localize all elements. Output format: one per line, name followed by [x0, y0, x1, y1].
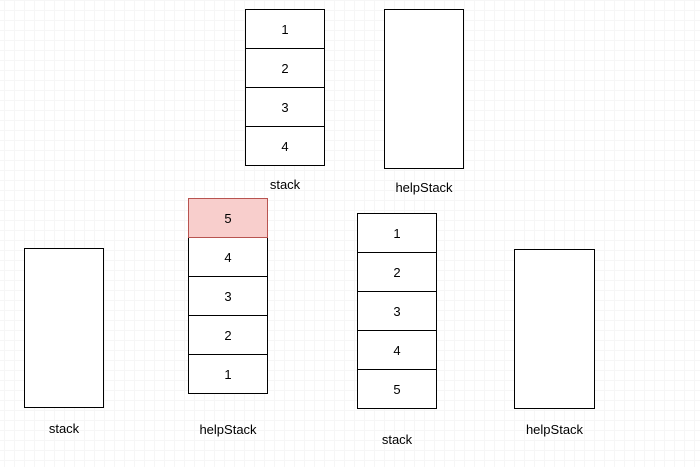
stack-cell[interactable]: 3 — [245, 87, 325, 127]
stack-cell[interactable]: 4 — [357, 330, 437, 370]
bottom-middle-stack-group: 1 2 3 4 5 stack — [357, 213, 437, 447]
helpstack-shape[interactable] — [384, 9, 464, 169]
bottom-helpstack-group: 5 4 3 2 1 helpStack — [188, 198, 268, 437]
helpstack-shape[interactable] — [514, 249, 595, 409]
stack-cell[interactable]: 1 — [245, 9, 325, 49]
top-helpstack-group: helpStack — [384, 9, 464, 195]
bottom-right-helpstack-group: helpStack — [514, 249, 595, 437]
stack-cell[interactable]: 3 — [357, 291, 437, 331]
stack-label[interactable]: stack — [381, 432, 413, 447]
stack-cell-highlighted[interactable]: 5 — [188, 198, 268, 238]
stack-shape[interactable]: 1 2 3 4 — [245, 9, 325, 166]
stack-cell[interactable]: 4 — [245, 126, 325, 166]
stack-cell[interactable]: 2 — [357, 252, 437, 292]
stack-cell[interactable]: 4 — [188, 237, 268, 277]
top-stack-group: 1 2 3 4 stack — [245, 9, 325, 192]
helpstack-shape[interactable]: 5 4 3 2 1 — [188, 198, 268, 394]
helpstack-label[interactable]: helpStack — [199, 422, 257, 437]
stack-shape[interactable]: 1 2 3 4 5 — [357, 213, 437, 409]
helpstack-label[interactable]: helpStack — [395, 180, 453, 195]
stack-cell[interactable]: 1 — [188, 354, 268, 394]
bottom-left-stack-group: stack — [24, 248, 104, 436]
stack-cell[interactable]: 2 — [188, 315, 268, 355]
stack-cell[interactable]: 3 — [188, 276, 268, 316]
stack-cell[interactable]: 2 — [245, 48, 325, 88]
stack-cell[interactable]: 1 — [357, 213, 437, 253]
stack-shape[interactable] — [24, 248, 104, 408]
stack-label[interactable]: stack — [269, 177, 301, 192]
stack-label[interactable]: stack — [48, 421, 80, 436]
helpstack-label[interactable]: helpStack — [525, 422, 584, 437]
stack-cell[interactable]: 5 — [357, 369, 437, 409]
